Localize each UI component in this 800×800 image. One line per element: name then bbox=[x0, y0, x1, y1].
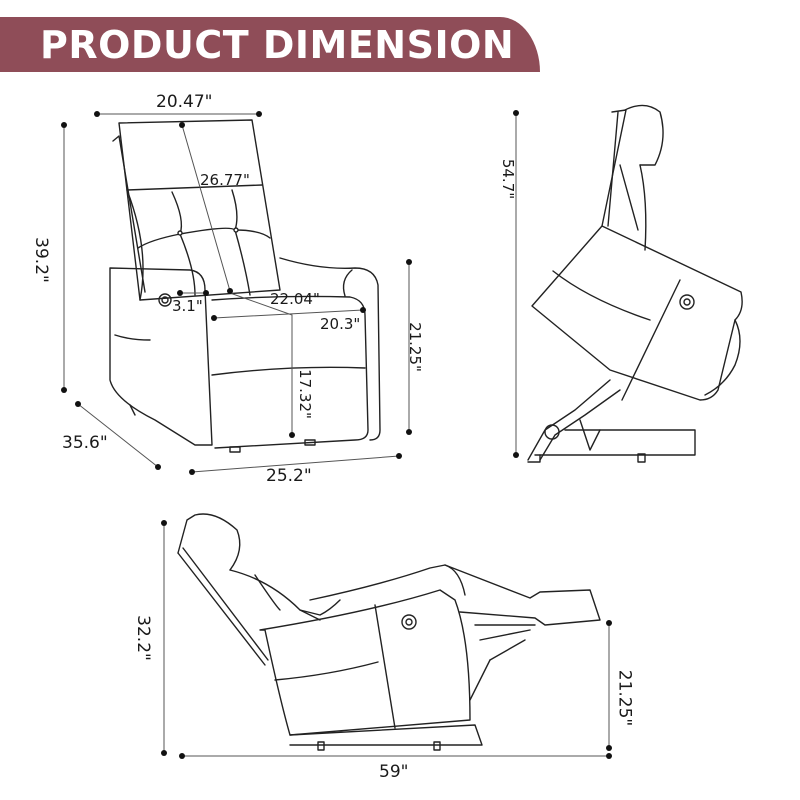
armrest-width-label: 3.1" bbox=[172, 297, 203, 315]
seat-depth-label: 22.04" bbox=[270, 290, 320, 308]
backrest-height-label: 26.77" bbox=[200, 171, 250, 189]
page-title: PRODUCT DIMENSION bbox=[40, 23, 515, 67]
reclined-height-label: 32.2" bbox=[132, 615, 153, 661]
seat-width-label: 20.3" bbox=[320, 315, 361, 333]
footrest-height-label: 21.25" bbox=[614, 669, 635, 727]
seat-height-label: 17.32" bbox=[295, 369, 314, 419]
recline-view-chair bbox=[177, 513, 601, 751]
overall-depth-label: 35.6" bbox=[62, 433, 108, 453]
overall-width-label: 25.2" bbox=[266, 466, 312, 486]
reclined-length-label: 59" bbox=[379, 762, 409, 782]
front-view-dimension-dots bbox=[61, 111, 412, 475]
lifted-height-label: 54.7" bbox=[499, 158, 518, 200]
front-view-chair bbox=[109, 119, 381, 453]
recline-view-dimension-lines bbox=[163, 522, 610, 757]
title-banner: PRODUCT DIMENSION bbox=[0, 17, 540, 72]
overall-height-label: 39.2" bbox=[30, 237, 51, 283]
backrest-width-label: 20.47" bbox=[156, 92, 213, 112]
front-view-dimension-lines bbox=[63, 113, 410, 473]
lift-view-chair bbox=[527, 104, 743, 463]
arm-height-label: 21.25" bbox=[405, 322, 424, 372]
